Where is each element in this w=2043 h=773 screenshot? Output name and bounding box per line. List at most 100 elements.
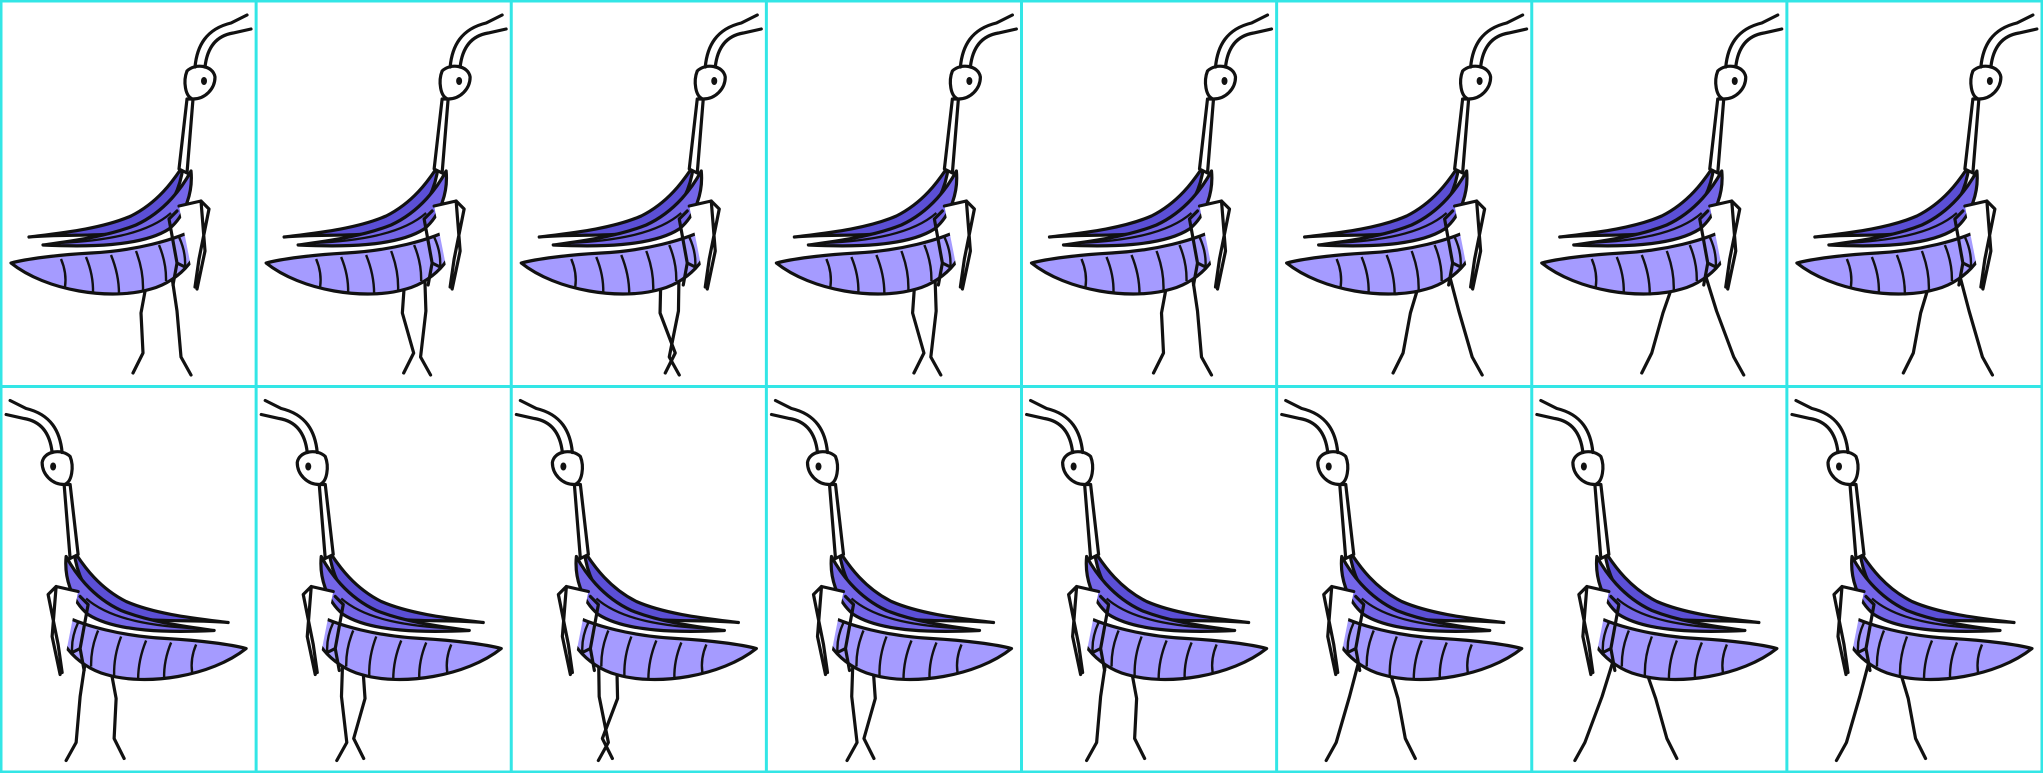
antenna-left: [1539, 398, 1595, 455]
antenna-left: [1979, 13, 2035, 69]
abdomen-segment: [825, 258, 833, 288]
frame-background: [511, 386, 767, 772]
abdomen-segment: [900, 250, 910, 291]
wing-vein: [1871, 597, 1985, 630]
wing-vein: [1844, 212, 1958, 245]
abdomen-segment: [1667, 640, 1678, 680]
mid-leg: [1834, 640, 1876, 763]
wing-vein: [824, 212, 938, 245]
foreleg-back: [1346, 594, 1366, 673]
abdomen-segment: [109, 254, 121, 295]
foreleg-front: [301, 584, 335, 677]
abdomen-segment: [688, 236, 697, 268]
abdomen-segment: [673, 642, 683, 679]
mantis-eye: [1836, 462, 1842, 471]
mid-leg: [929, 255, 943, 377]
mantis-sprite: [774, 13, 1018, 377]
sprite-frame: [1531, 386, 1787, 772]
foreleg-front: [1067, 584, 1101, 677]
antenna-right: [769, 412, 820, 455]
foreleg-back: [167, 209, 187, 287]
abdomen-segment: [1346, 621, 1355, 653]
mid-leg: [1324, 640, 1366, 763]
mid-leg: [667, 255, 681, 377]
wing-vein: [314, 212, 427, 245]
mantis-sprite: [1795, 13, 2039, 377]
foreleg-back: [70, 594, 90, 673]
antenna-left: [448, 13, 504, 69]
antenna-right: [1280, 412, 1330, 455]
abdomen-segment: [1856, 621, 1866, 653]
frame-background: [1, 1, 257, 387]
abdomen-segment: [418, 642, 428, 679]
wing-front: [64, 554, 216, 633]
frame-background: [1276, 1, 1532, 387]
antenna-left: [1284, 398, 1340, 455]
sprite-frame: [256, 1, 512, 387]
antenna-left: [1724, 13, 1780, 69]
antenna-left: [1029, 398, 1085, 455]
foreleg-back: [1856, 594, 1876, 673]
wing-vein: [58, 212, 172, 245]
abdomen-segment: [157, 244, 168, 282]
abdomen-segment: [190, 644, 198, 673]
antenna-right: [713, 27, 763, 69]
wing-vein: [1334, 212, 1448, 245]
mid-leg: [845, 640, 859, 763]
foreleg-front: [1963, 199, 1997, 291]
antenna-left: [703, 13, 759, 69]
wing-front: [1084, 554, 1237, 633]
mantis-head: [1203, 64, 1238, 101]
wing-front: [319, 554, 471, 633]
abdomen-segment: [923, 244, 933, 282]
abdomen-segment: [1360, 256, 1370, 294]
wing-vein: [1361, 597, 1474, 630]
wing-front: [574, 554, 726, 633]
mid-leg: [335, 640, 349, 763]
mantis-eye: [560, 462, 567, 471]
wing-front: [829, 554, 982, 633]
foreleg-front: [1577, 584, 1611, 677]
abdomen-segment: [668, 244, 678, 282]
abdomen-segment: [1948, 642, 1959, 679]
frame-background: [1786, 1, 2042, 387]
wing-front: [1061, 169, 1214, 248]
abdomen-segment: [1183, 642, 1193, 679]
wing-vein: [85, 597, 199, 630]
mantis-sprite: [1025, 398, 1269, 763]
wing-front: [41, 169, 193, 248]
frame-background: [1786, 386, 2042, 772]
wing-front: [1850, 554, 2002, 633]
antenna-left: [773, 398, 830, 455]
abdomen-segment: [1410, 250, 1420, 291]
mid-leg: [596, 640, 610, 763]
sprite-frame: [1, 1, 257, 387]
abdomen-segment: [850, 256, 860, 294]
abdomen-segment: [1640, 254, 1651, 295]
abdomen-segment: [1708, 236, 1718, 268]
antenna-left: [1794, 398, 1850, 455]
antenna-left: [1213, 13, 1270, 69]
foreleg-back: [1091, 594, 1111, 673]
wing-vein: [569, 212, 682, 245]
mantis-sprite: [259, 398, 503, 763]
abdomen-segment: [59, 258, 67, 288]
foreleg-back: [580, 594, 600, 673]
foreleg-front: [687, 199, 721, 291]
abdomen-segment: [70, 621, 80, 653]
abdomen-segment: [928, 642, 938, 679]
mantis-eye: [305, 462, 312, 471]
abdomen-segment: [1620, 630, 1630, 667]
antenna-right: [1734, 27, 1784, 69]
mantis-head: [693, 64, 727, 101]
abdomen-segment: [595, 256, 605, 294]
wing-vein: [1079, 212, 1193, 245]
foreleg-front: [1322, 584, 1356, 677]
abdomen-segment: [647, 640, 658, 680]
abdomen-segment: [315, 258, 322, 288]
wing-front: [1572, 169, 1724, 248]
abdomen-segment: [1433, 244, 1443, 282]
abdomen-segment: [836, 621, 845, 653]
mantis-head: [438, 64, 472, 101]
abdomen-segment: [1895, 254, 1907, 295]
